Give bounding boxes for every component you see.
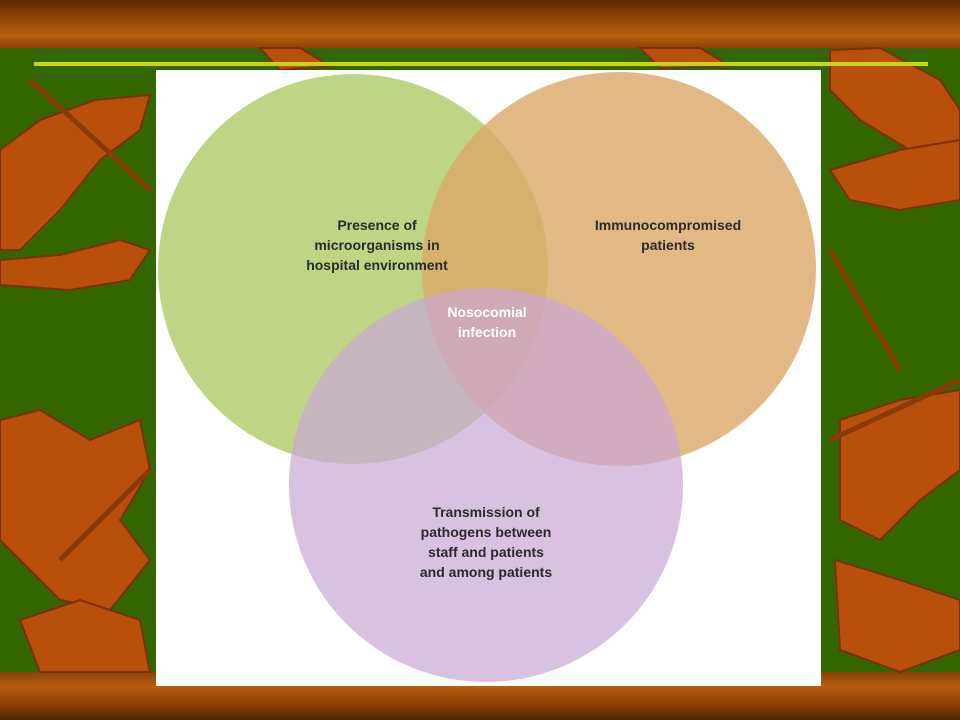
leaf-shape: [839, 388, 960, 542]
leaf-shape: [18, 598, 152, 673]
leaf-stem: [827, 248, 903, 372]
leaf-stem: [28, 78, 152, 192]
label-patients: Immunocompromised patients: [594, 217, 742, 253]
venn-diagram: [158, 72, 816, 682]
leaf-shape: [0, 408, 152, 612]
venn-diagram-panel: Presence of microorganisms in hospital e…: [156, 70, 821, 686]
leaf-stem: [828, 377, 960, 443]
leaf-shape: [0, 238, 152, 292]
leaf-shape: [257, 47, 334, 72]
leaf-shape: [0, 93, 152, 251]
label-transmission: Transmission of pathogens between staff …: [419, 504, 553, 580]
label-environment: Presence of microorganisms in hospital e…: [306, 217, 448, 273]
leaf-shape: [833, 558, 960, 674]
leaf-stem: [58, 468, 152, 562]
circle-transmission: [289, 288, 683, 682]
top-band: [0, 0, 960, 48]
leaf-shape: [829, 46, 960, 162]
label-nosocomial-infection: Nosocomial infection: [447, 304, 527, 340]
leaf-shape: [828, 138, 960, 212]
accent-line: [34, 62, 928, 66]
